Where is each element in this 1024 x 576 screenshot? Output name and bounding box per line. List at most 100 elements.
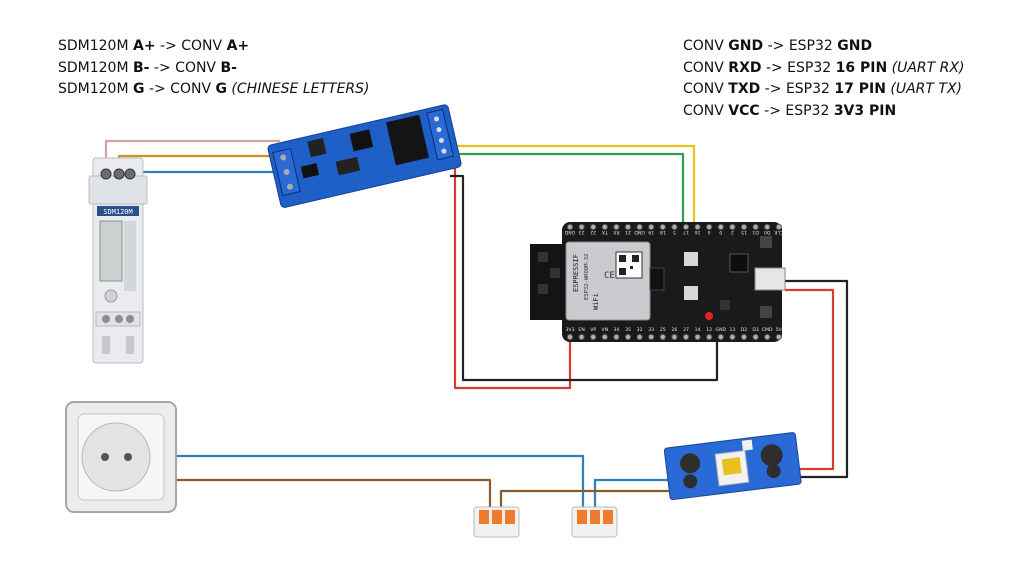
- wire-brown-to-psu: [499, 489, 672, 513]
- pin-label: 5V: [776, 327, 783, 333]
- pin-label: CLK: [773, 229, 783, 235]
- header-pin: [671, 223, 678, 231]
- wire-live-blue: [128, 454, 585, 513]
- wire-txd: [455, 144, 696, 232]
- power-supply-module: [663, 432, 802, 501]
- esp32-wifi-text: WiFi: [592, 293, 600, 310]
- esp32-chip-text: ESP32-WROOM-32: [584, 254, 590, 300]
- wire-5v-red: [785, 288, 835, 471]
- pin-label: D2: [741, 327, 748, 333]
- header-pin: [717, 333, 724, 341]
- wago-connector-right: [571, 506, 618, 538]
- header-pin: [659, 223, 666, 231]
- header-pin: [740, 333, 748, 341]
- pin-label: 18: [660, 229, 666, 235]
- pin-label: 19: [648, 229, 654, 235]
- pin-label: 26: [671, 327, 677, 333]
- header-pin: [775, 333, 782, 341]
- header-pin: [729, 333, 736, 341]
- pin-label: 14: [695, 327, 701, 333]
- note-line: CONV TXD -> ESP32 17 PIN (UART TX): [683, 81, 963, 97]
- header-pin: [590, 333, 597, 341]
- pin-label: RX: [613, 229, 619, 235]
- pin-label: 4: [708, 229, 711, 235]
- note-line: SDM120M A+ -> CONV A+: [58, 38, 250, 54]
- header-pin: [566, 333, 574, 341]
- note-line: CONV VCC -> ESP32 3V3 PIN: [683, 102, 897, 119]
- pin-label: EN: [578, 327, 584, 333]
- pin-label: GND: [634, 229, 645, 235]
- wire-b-minus: [117, 154, 283, 172]
- wiring-notes-left: SDM120M A+ -> CONV A+ SDM120M B- -> CONV…: [58, 36, 370, 101]
- wires: [103, 139, 849, 513]
- header-pin: [590, 223, 597, 231]
- pin-label: GND: [716, 327, 727, 333]
- pin-label: 2: [731, 229, 734, 235]
- esp32-ce-text: CE: [604, 271, 615, 281]
- pin-label: 12: [706, 327, 712, 333]
- header-pin: [752, 223, 759, 231]
- header-pin: [648, 333, 655, 341]
- esp32-top-header: [566, 223, 782, 231]
- pin-label: VN: [602, 327, 609, 333]
- header-pin: [636, 223, 643, 231]
- header-pin: [659, 333, 666, 341]
- header-pin: [682, 333, 690, 341]
- header-pin: [706, 223, 713, 231]
- header-pin: [775, 223, 782, 231]
- pin-label: D3: [752, 327, 759, 333]
- pin-label: 13: [729, 327, 735, 333]
- header-pin: [706, 333, 713, 341]
- header-pin: [601, 333, 608, 341]
- wago-connector-left: [473, 506, 520, 538]
- wire-rxd: [452, 152, 685, 232]
- esp32-brand-text: ESPRESSIF: [572, 254, 580, 292]
- pin-label: VP: [590, 327, 596, 333]
- header-pin: [671, 333, 678, 341]
- header-pin: [578, 333, 585, 341]
- note-line: CONV RXD -> ESP32 16 PIN (UART RX): [683, 59, 965, 76]
- pin-label: TX: [602, 229, 609, 235]
- wire-blue-to-psu: [593, 478, 672, 513]
- pin-label: 34: [613, 327, 619, 333]
- wire-5v-black: [785, 279, 849, 479]
- header-pin: [740, 223, 748, 231]
- pin-label: D0: [764, 229, 771, 235]
- pin-label: 16: [695, 229, 701, 235]
- wall-socket: [65, 401, 177, 513]
- pin-label: 3V3: [566, 327, 575, 333]
- meter-model-label: SDM120M: [103, 208, 133, 216]
- pin-label: 35: [625, 327, 631, 333]
- pin-label: 33: [648, 327, 654, 333]
- header-pin: [717, 223, 724, 231]
- header-pin: [636, 333, 643, 341]
- header-pin: [764, 223, 771, 231]
- header-pin: [682, 223, 690, 231]
- pin-label: 0: [719, 229, 722, 235]
- pin-label: 17: [683, 229, 689, 235]
- header-pin: [601, 223, 608, 231]
- pin-label: CMD: [762, 327, 773, 333]
- rs485-converter: [267, 104, 462, 208]
- pin-label: GND: [564, 229, 575, 235]
- pin-label: D1: [752, 229, 759, 235]
- pin-label: 5: [673, 229, 676, 235]
- header-pin: [624, 333, 632, 341]
- wiring-notes-right: CONV GND -> ESP32 GND CONV RXD -> ESP32 …: [683, 36, 964, 122]
- header-pin: [729, 223, 736, 231]
- note-line: SDM120M G -> CONV G (CHINESE LETTERS): [58, 81, 370, 97]
- header-pin: [566, 223, 574, 231]
- note-line: SDM120M B- -> CONV B-: [58, 59, 237, 76]
- note-line: CONV GND -> ESP32 GND: [683, 38, 873, 54]
- pin-label: 15: [741, 229, 747, 235]
- header-pin: [764, 333, 771, 341]
- wire-gnd: [450, 174, 719, 382]
- pin-label: 23: [579, 229, 585, 235]
- header-pin: [752, 333, 759, 341]
- header-pin: [648, 223, 655, 231]
- pin-label: 27: [683, 327, 689, 333]
- header-pin: [613, 223, 620, 231]
- header-pin: [578, 223, 585, 231]
